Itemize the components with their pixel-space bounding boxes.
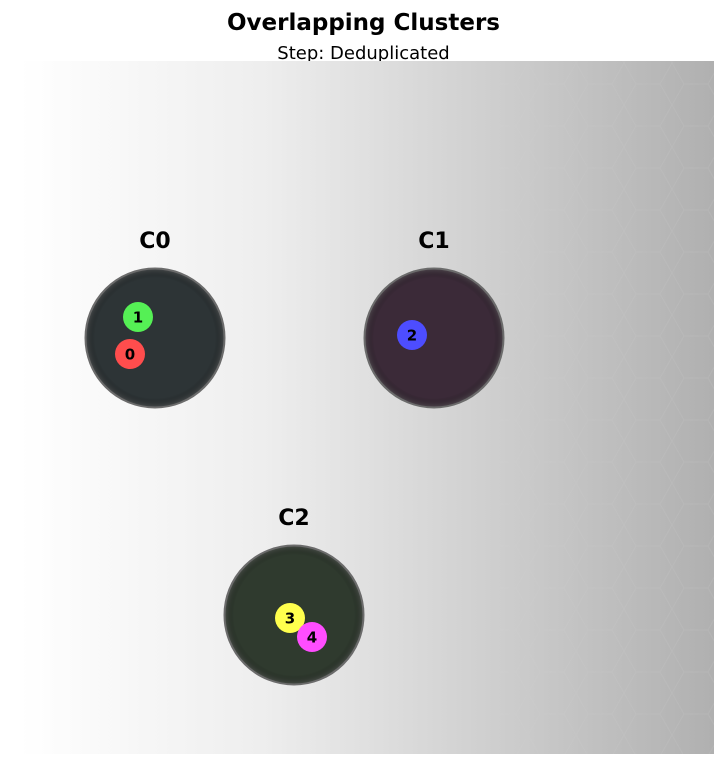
page-subtitle: Step: Deduplicated xyxy=(277,43,450,64)
clusters-layer: C0 1 0 C1 2C2 34 xyxy=(84,229,505,686)
cluster-label: C2 xyxy=(278,506,309,531)
page-title: Overlapping Clusters xyxy=(226,10,500,36)
point-label: 3 xyxy=(285,610,295,628)
cluster-outline xyxy=(223,544,365,686)
cluster-rim-shade xyxy=(364,268,504,408)
hex-texture xyxy=(19,61,714,754)
point-2: 2 xyxy=(397,320,427,350)
point-marker xyxy=(397,320,427,350)
cluster-c1: C1 2 xyxy=(363,229,505,409)
point-1: 1 xyxy=(123,302,153,332)
point-marker xyxy=(297,622,327,652)
point-4: 4 xyxy=(297,622,327,652)
point-3: 3 xyxy=(275,603,305,633)
point-label: 0 xyxy=(125,346,135,364)
point-marker xyxy=(123,302,153,332)
cluster-label: C0 xyxy=(139,229,170,254)
point-label: 4 xyxy=(307,629,317,647)
point-marker xyxy=(115,339,145,369)
point-label: 2 xyxy=(407,327,417,345)
cluster-outline xyxy=(84,267,226,409)
cluster-label: C1 xyxy=(418,229,449,254)
point-0: 0 xyxy=(115,339,145,369)
point-label: 1 xyxy=(133,309,143,327)
cluster-c2: C2 34 xyxy=(223,506,365,686)
cluster-rim-shade xyxy=(85,268,225,408)
point-marker xyxy=(275,603,305,633)
cluster-c0: C0 1 0 xyxy=(84,229,226,409)
cluster-outline xyxy=(363,267,505,409)
